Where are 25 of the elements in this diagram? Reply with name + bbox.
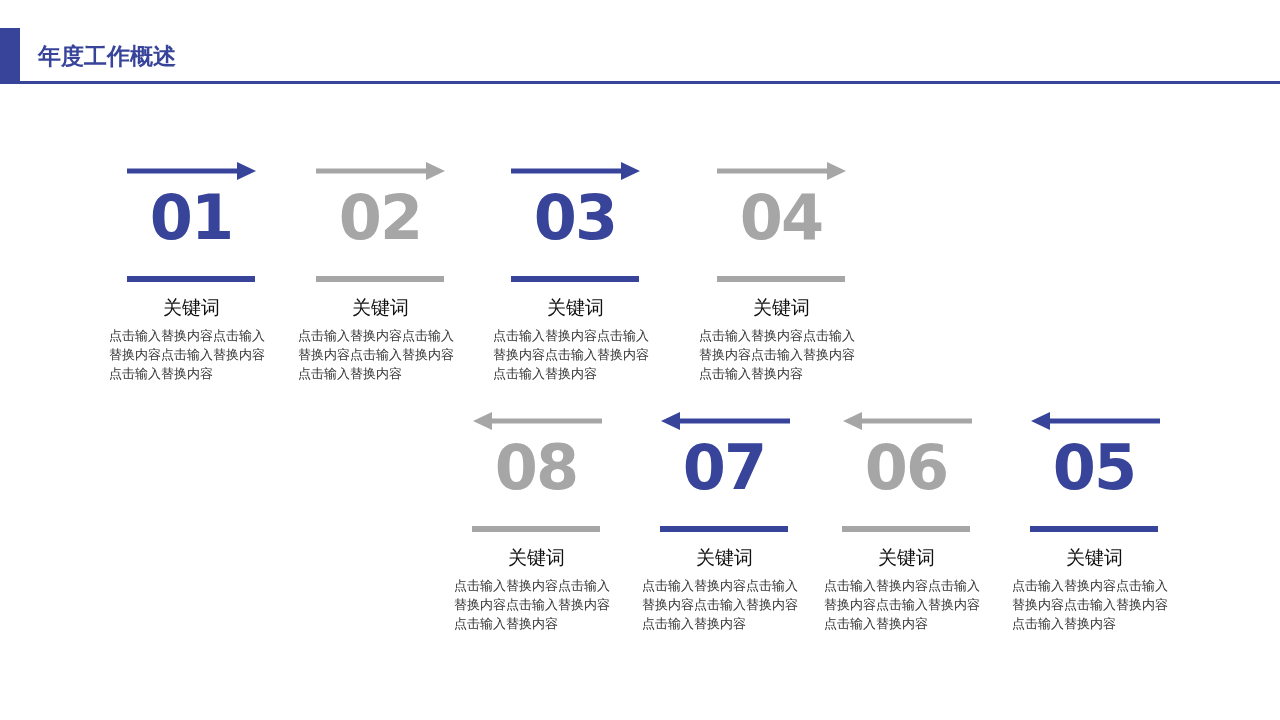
description-text: 点击输入替换内容点击输入替换内容点击输入替换内容点击输入替换内容 <box>493 327 650 383</box>
step-number: 05 <box>1051 433 1137 503</box>
description-text: 点击输入替换内容点击输入替换内容点击输入替换内容点击输入替换内容 <box>1012 577 1169 633</box>
keyword-heading: 关键词 <box>751 295 811 319</box>
description-text: 点击输入替换内容点击输入替换内容点击输入替换内容点击输入替换内容 <box>298 327 455 383</box>
keyword-heading: 关键词 <box>1064 545 1124 569</box>
keyword-heading: 关键词 <box>161 295 221 319</box>
step-number: 07 <box>681 433 767 503</box>
description-text: 点击输入替换内容点击输入替换内容点击输入替换内容点击输入替换内容 <box>642 577 799 633</box>
keyword-heading: 关键词 <box>350 295 410 319</box>
description-text: 点击输入替换内容点击输入替换内容点击输入替换内容点击输入替换内容 <box>454 577 611 633</box>
description-text: 点击输入替换内容点击输入替换内容点击输入替换内容点击输入替换内容 <box>824 577 981 633</box>
description-text: 点击输入替换内容点击输入替换内容点击输入替换内容点击输入替换内容 <box>109 327 266 383</box>
title: 年度工作概述 <box>38 42 176 71</box>
step-number: 08 <box>493 433 579 503</box>
step-number: 01 <box>148 183 234 253</box>
step-number: 06 <box>863 433 949 503</box>
keyword-heading: 关键词 <box>694 545 754 569</box>
keyword-heading: 关键词 <box>876 545 936 569</box>
step-number: 03 <box>532 183 618 253</box>
keyword-heading: 关键词 <box>545 295 605 319</box>
step-number: 04 <box>738 183 824 253</box>
description-text: 点击输入替换内容点击输入替换内容点击输入替换内容点击输入替换内容 <box>699 327 856 383</box>
keyword-heading: 关键词 <box>506 545 566 569</box>
step-number: 02 <box>337 183 423 253</box>
